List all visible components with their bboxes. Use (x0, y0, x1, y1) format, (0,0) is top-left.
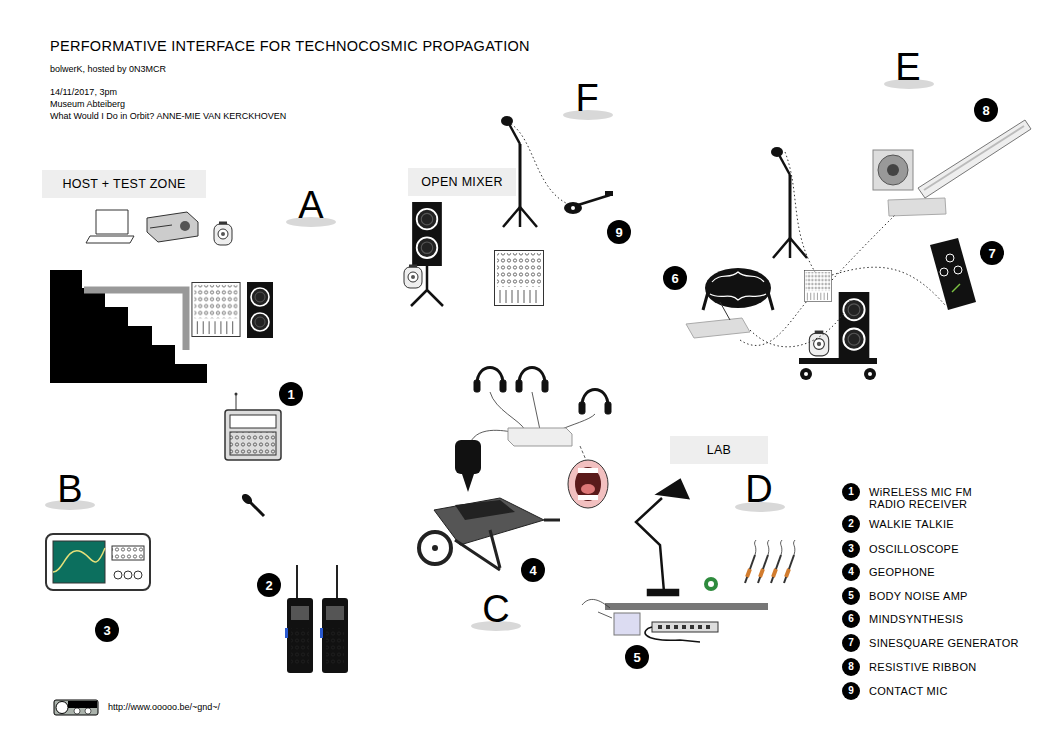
power-strip (645, 622, 718, 642)
legend-number: 2 (842, 515, 860, 533)
zone-title: HOST + TEST ZONE (62, 177, 185, 191)
callout-number: 1 (279, 382, 303, 406)
callout-number: 6 (663, 266, 687, 290)
stairs (50, 270, 207, 383)
oscilloscope (46, 534, 150, 590)
zone-title: OPEN MIXER (421, 175, 503, 189)
solder-reel (704, 577, 718, 591)
geophone (455, 440, 481, 492)
body-noise-amp (614, 613, 640, 635)
legend-text: WALKIE TALKIE (869, 518, 1049, 530)
legend-text: OSCILLOSCOPE (869, 543, 1049, 555)
legend-text: BODY NOISE AMP (869, 590, 1049, 602)
legend-number: 4 (842, 563, 860, 581)
info-text: What Would I Do in Orbit? ANNE-MIE VAN K… (50, 111, 286, 121)
cc-badge (54, 700, 98, 715)
radio (225, 393, 281, 461)
zone-box: OPEN MIXER (408, 168, 516, 196)
legend-text: RESISTIVE RIBBON (869, 661, 1049, 673)
legend-number: 5 (842, 587, 860, 605)
legend-number: 3 (842, 540, 860, 558)
guitar (564, 191, 613, 214)
legend-number: 6 (842, 610, 860, 628)
callout-number: 9 (607, 220, 631, 244)
walkie-talkies (285, 565, 348, 673)
callout-number: 8 (974, 98, 998, 122)
projector (147, 212, 198, 242)
callout-number: 3 (95, 618, 119, 642)
headphones (474, 368, 611, 415)
legend-number: 9 (842, 682, 860, 700)
zone-box: HOST + TEST ZONE (42, 170, 206, 198)
resistive-ribbon (918, 120, 1031, 198)
url-text: http://www.ooooo.be/~gnd~/ (108, 702, 220, 712)
zone-letter: F (575, 79, 598, 117)
callout-number: 4 (521, 558, 545, 582)
mindsynthesis (686, 268, 773, 338)
legend-text: CONTACT MIC (869, 685, 1049, 697)
desk-lamp (636, 480, 688, 595)
zone-letter: A (298, 186, 323, 224)
soldering-irons (745, 540, 795, 583)
zone-letter: C (482, 590, 509, 628)
legend-text: SINESQUARE GENERATOR (869, 637, 1049, 649)
zone-letter: E (895, 48, 920, 86)
zone-title: LAB (707, 443, 732, 457)
callout-number: 7 (980, 241, 1004, 265)
trolley (799, 358, 877, 380)
legend-number: 7 (842, 634, 860, 652)
zone-letter: D (745, 470, 772, 508)
mouth (568, 460, 608, 508)
microphone (240, 492, 264, 516)
speaker-on-stand (411, 202, 443, 306)
callout-number: 5 (625, 645, 649, 669)
legend-text: GEOPHONE (869, 566, 1049, 578)
info-text: 14/11/2017, 3pm (50, 87, 117, 97)
legend-number: 8 (842, 658, 860, 676)
callout-number: 2 (257, 573, 281, 597)
zone-box: LAB (670, 436, 768, 464)
info-text: bolwerK, hosted by 0N3MCR (50, 64, 166, 74)
legend-text: WiRELESS MIC FM RADIO RECEIVER (869, 486, 1049, 510)
legend-number: 1 (842, 483, 860, 501)
zone-letter: B (57, 470, 82, 508)
laptop (86, 210, 134, 243)
legend-text: MINDSYNTHESIS (869, 613, 1049, 625)
info-text: Museum Abteiberg (50, 99, 125, 109)
diagram-title: PERFORMATIVE INTERFACE FOR TECHNOCOSMIC … (50, 38, 530, 55)
sinesquare-generator (930, 238, 976, 310)
